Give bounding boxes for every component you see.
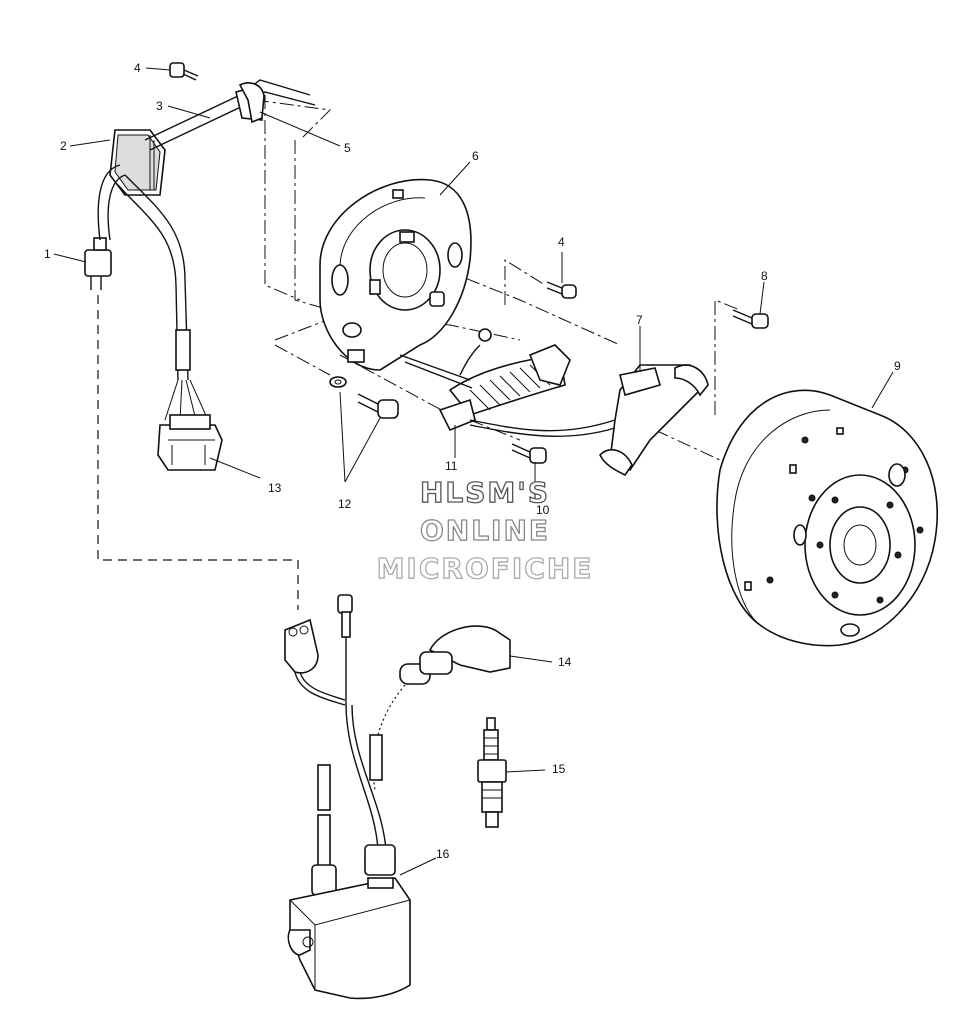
screw-and-washer <box>329 376 399 419</box>
watermark: HLSM'S ONLINE MICROFICHE <box>376 475 594 585</box>
ignition-coil <box>287 699 411 1000</box>
callout-13: 13 <box>268 481 282 495</box>
screw-right <box>732 309 769 329</box>
watermark-line-1: HLSM'S <box>420 476 550 509</box>
stator-plate <box>319 178 472 371</box>
clamp-bracket <box>238 82 265 124</box>
callout-12: 12 <box>338 497 352 511</box>
callout-7: 7 <box>636 313 643 327</box>
callout-1: 1 <box>44 247 51 261</box>
watermark-line-3: MICROFICHE <box>377 552 594 585</box>
harness-connector <box>157 414 223 471</box>
connector-plug <box>84 237 112 290</box>
callout-14: 14 <box>558 655 572 669</box>
screw-middle <box>546 281 577 299</box>
spark-plug <box>477 717 507 828</box>
callout-8: 8 <box>761 269 768 283</box>
callout-6: 6 <box>472 149 479 163</box>
pickup-coil <box>469 364 709 477</box>
watermark-line-2: ONLINE <box>420 514 550 547</box>
callout-3: 3 <box>156 99 163 113</box>
callout-15: 15 <box>552 762 566 776</box>
flywheel <box>716 389 939 647</box>
callout-10: 10 <box>536 503 550 517</box>
screw-small-top <box>169 62 199 81</box>
callout-16: 16 <box>436 847 450 861</box>
wiring-harness <box>97 164 209 421</box>
callout-2: 2 <box>60 139 67 153</box>
screw-lower <box>511 443 547 464</box>
callout-labels: 1 2 3 4 4 5 6 7 8 9 10 11 12 13 14 15 16 <box>44 61 901 861</box>
leader-lines <box>53 67 894 876</box>
stator-coils <box>399 328 571 432</box>
dashed-wire-route <box>97 295 299 610</box>
callout-9: 9 <box>894 359 901 373</box>
callout-4a: 4 <box>134 61 141 75</box>
callout-11: 11 <box>445 459 458 473</box>
ignition-plug-connector <box>284 594 353 706</box>
callout-4b: 4 <box>558 235 565 249</box>
harness-tube <box>144 79 316 151</box>
callout-5: 5 <box>344 141 351 155</box>
